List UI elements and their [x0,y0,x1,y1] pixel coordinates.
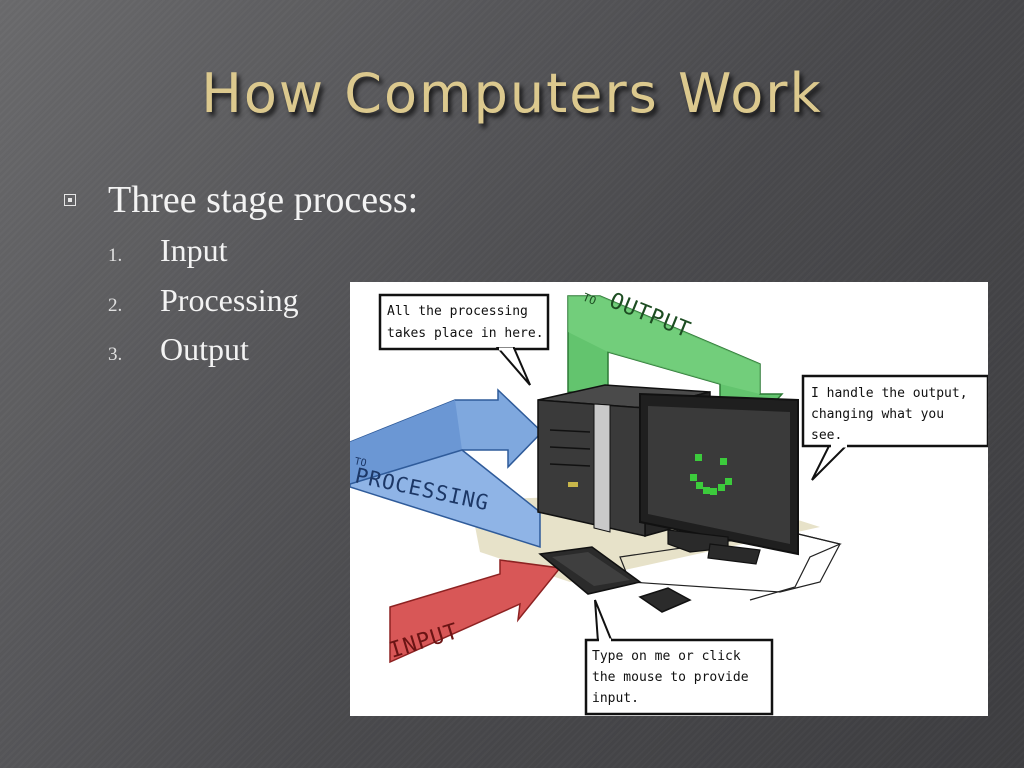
bullet-text: Three stage process: [108,179,419,221]
input-callout-line-2: the mouse to provide [592,670,749,685]
processing-callout-line-2: takes place in here. [387,326,544,341]
list-item-processing: 2. Processing [108,282,299,319]
list-label: Input [160,232,228,268]
output-arrow-to-label: TO [581,291,598,308]
computer-diagram: TO OUTPUT TO PROCESSING INPUT [350,282,988,716]
input-callout [584,599,774,716]
smiley-face [690,454,732,495]
input-callout-line-3: input. [592,691,639,706]
processing-arrow [350,388,544,549]
list-item-output: 3. Output [108,331,249,368]
list-number: 1. [108,245,123,266]
processing-callout [378,293,550,386]
list-label: Processing [160,282,299,318]
list-label: Output [160,331,249,367]
output-callout-line-3: see. [811,428,842,443]
keyboard [538,546,642,595]
slide-title: How Computers Work [201,62,823,125]
output-callout [801,374,988,481]
list-number: 3. [108,344,123,365]
monitor [639,392,799,565]
cable-outline [749,531,842,601]
output-callout-line-2: changing what you [811,407,944,422]
mouse [638,587,692,613]
square-bullet-icon [64,194,76,206]
computer-diagram-svg: TO OUTPUT TO PROCESSING INPUT [350,288,988,716]
input-arrow [389,559,562,664]
output-callout-line-1: I handle the output, [811,386,968,401]
processing-callout-line-1: All the processing [387,304,528,319]
list-number: 2. [108,295,123,316]
processing-arrow-to-label: TO [353,456,367,469]
bullet-item: Three stage process: [64,178,418,222]
list-item-input: 1. Input [108,232,228,269]
input-callout-line-1: Type on me or click [592,649,741,664]
